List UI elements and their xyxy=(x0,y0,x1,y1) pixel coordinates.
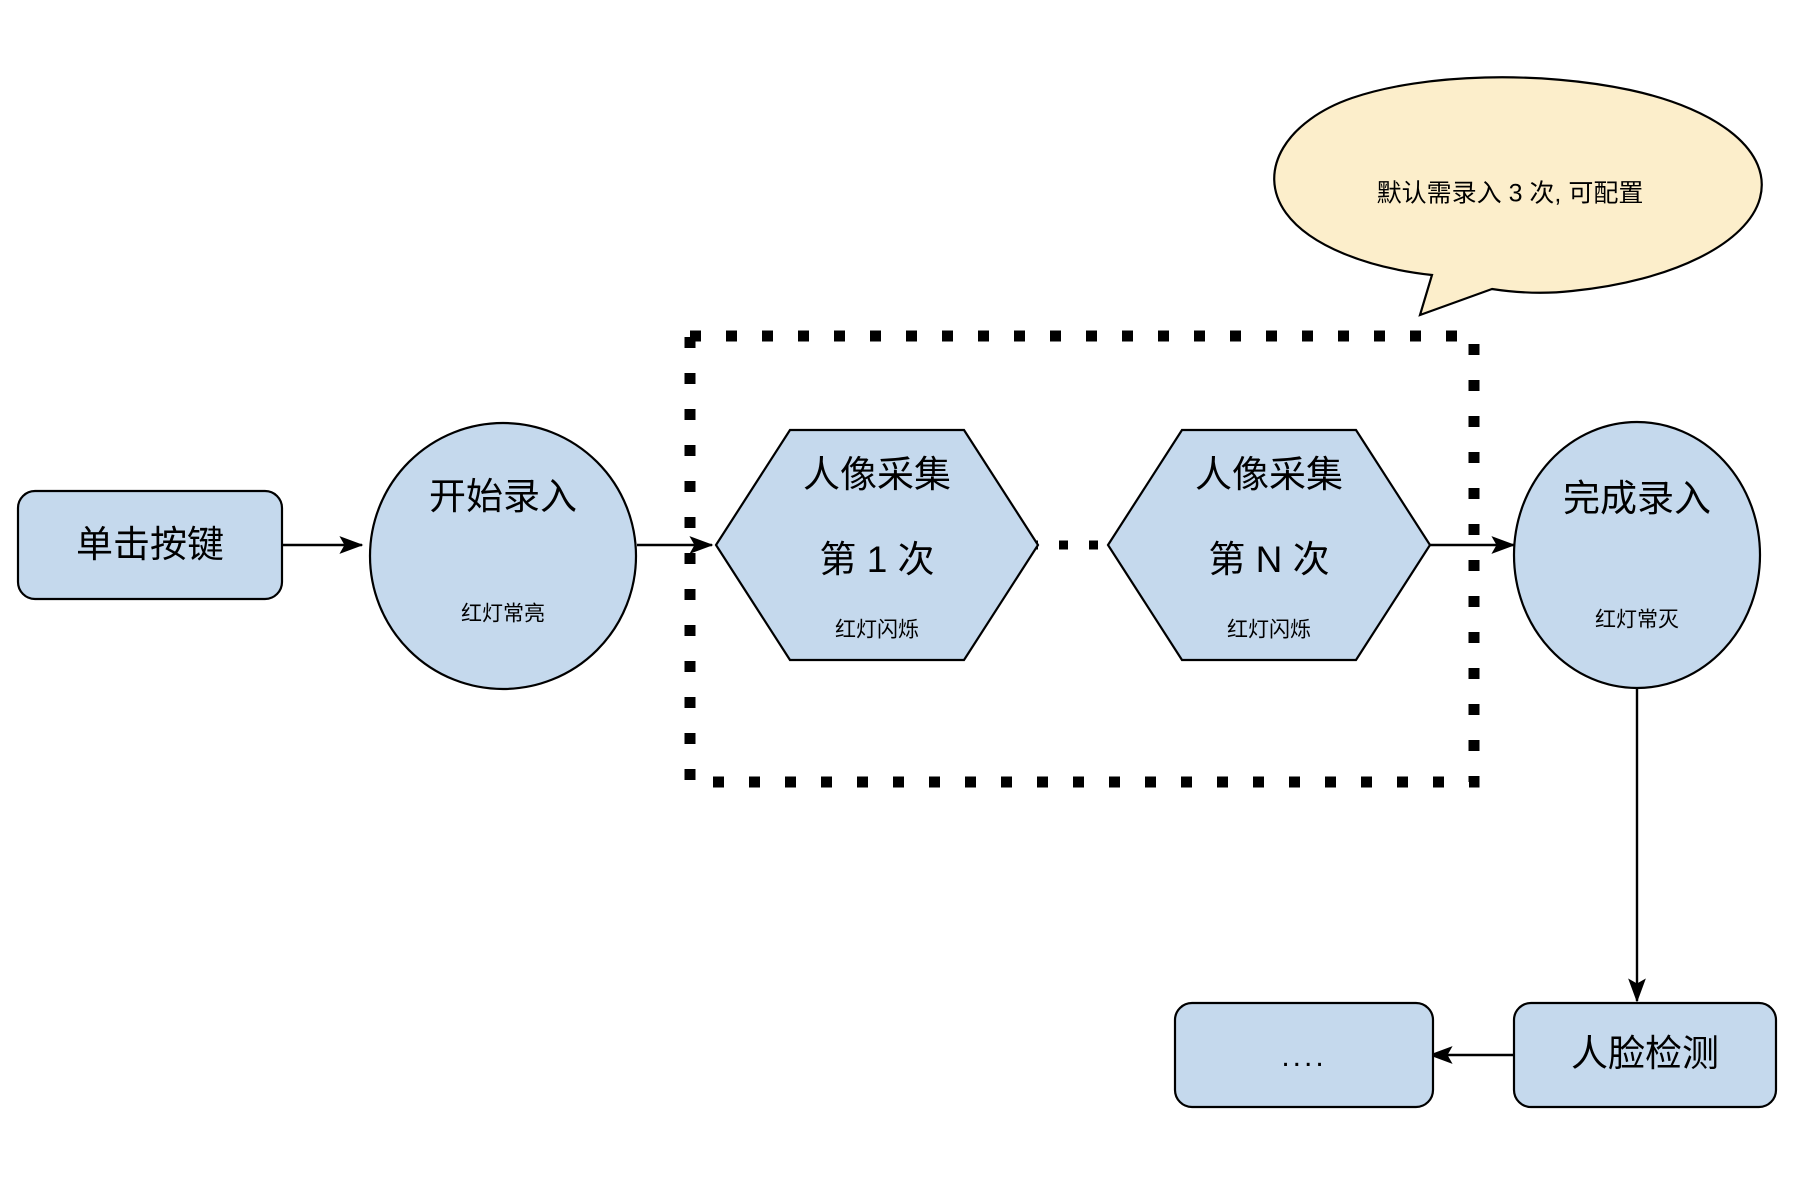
face-detect-label: 人脸检测 xyxy=(1571,1033,1719,1074)
capture-nth-sublabel: 红灯闪烁 xyxy=(1227,619,1311,642)
click-button-label: 单击按键 xyxy=(76,524,224,565)
capture-first-label-line1: 人像采集 xyxy=(803,454,951,495)
more-steps-label: .... xyxy=(1281,1040,1326,1073)
capture-nth-label-line1: 人像采集 xyxy=(1195,454,1343,495)
click-button-shape xyxy=(16,489,284,601)
callout-shape xyxy=(1273,76,1763,317)
callout-text: 默认需录入 3 次, 可配置 xyxy=(1377,180,1644,208)
node-face-detect[interactable]: 人脸检测 xyxy=(1512,1001,1778,1109)
face-detect-shape xyxy=(1512,1001,1778,1109)
capture-first-shape xyxy=(714,428,1040,662)
capture-nth-label-line2: 第 N 次 xyxy=(1208,539,1329,580)
node-capture-nth[interactable]: 人像采集 第 N 次 红灯闪烁 xyxy=(1106,428,1432,662)
finish-enroll-sublabel: 红灯常灭 xyxy=(1595,609,1679,632)
more-steps-shape xyxy=(1173,1001,1435,1109)
start-enroll-shape xyxy=(368,421,638,691)
start-enroll-label: 开始录入 xyxy=(429,476,577,517)
node-start-enroll[interactable]: 开始录入 红灯常亮 xyxy=(368,421,638,691)
capture-first-label-line2: 第 1 次 xyxy=(819,539,934,580)
node-click-button[interactable]: 单击按键 xyxy=(16,489,284,601)
capture-first-sublabel: 红灯闪烁 xyxy=(835,619,919,642)
finish-enroll-label: 完成录入 xyxy=(1563,478,1711,519)
start-enroll-sublabel: 红灯常亮 xyxy=(461,603,545,626)
capture-loop-group xyxy=(684,330,1480,788)
callout-bubble: 默认需录入 3 次, 可配置 xyxy=(1273,76,1763,317)
node-more-steps[interactable]: .... xyxy=(1173,1001,1435,1109)
capture-nth-shape xyxy=(1106,428,1432,662)
node-finish-enroll[interactable]: 完成录入 红灯常灭 xyxy=(1512,420,1762,690)
finish-enroll-shape xyxy=(1512,420,1762,690)
node-capture-first[interactable]: 人像采集 第 1 次 红灯闪烁 xyxy=(714,428,1040,662)
